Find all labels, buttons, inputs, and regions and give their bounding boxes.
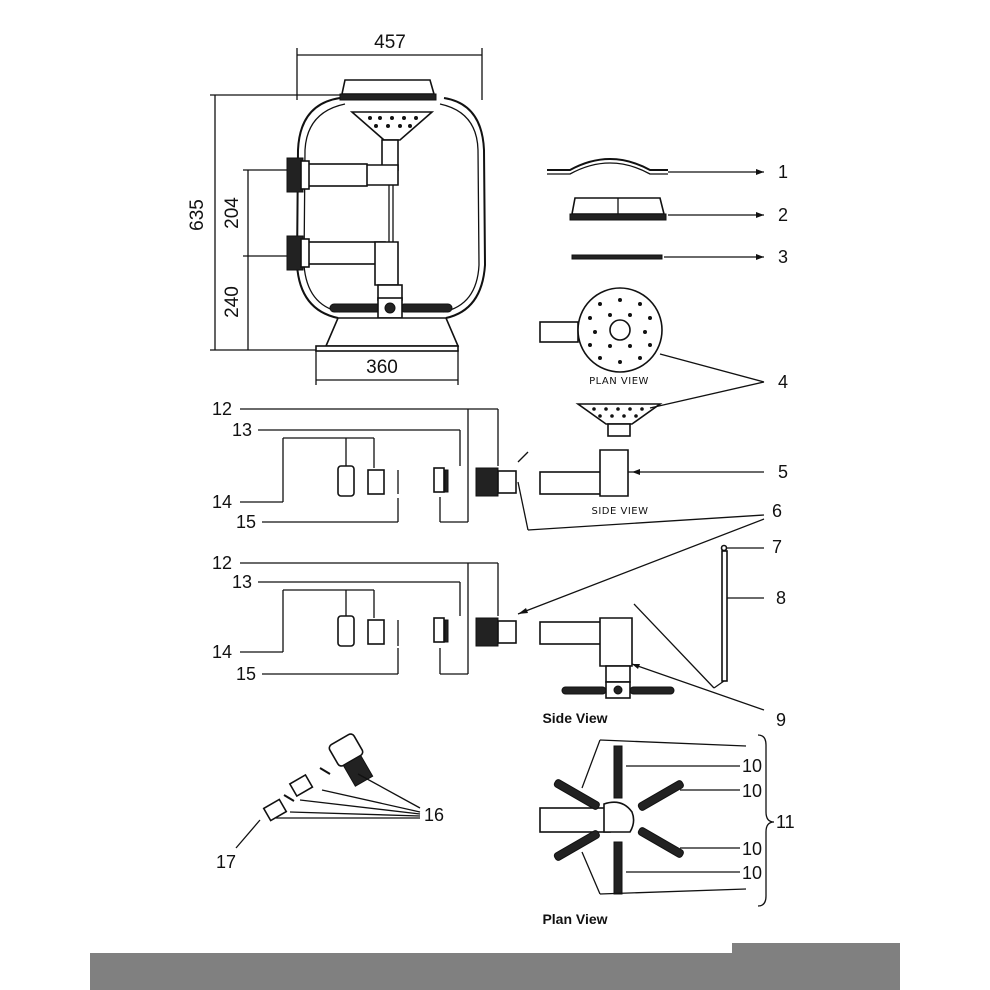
fitting-group-upper	[240, 408, 765, 531]
label-part-13-lower: 13	[232, 572, 252, 592]
footer-tab	[732, 943, 900, 955]
part-4-diffuser: PLAN VIEW	[539, 287, 765, 437]
label-part-14-lower: 14	[212, 642, 232, 662]
part-9-collector-side: Side View	[539, 617, 765, 726]
label-part-10-a: 10	[742, 756, 762, 776]
label-part-13-upper: 13	[232, 420, 252, 440]
label-part-14-upper: 14	[212, 492, 232, 512]
label-part-15-lower: 15	[236, 664, 256, 684]
caption-plan-view-lateral: PLAN VIEW	[589, 376, 649, 387]
label-part-11: 11	[776, 812, 795, 832]
dim-top-width: 457	[374, 32, 406, 53]
part-16-17-drain-fittings	[235, 733, 421, 849]
label-part-3: 3	[778, 247, 788, 267]
label-part-17: 17	[216, 852, 236, 872]
label-part-9: 9	[776, 710, 786, 730]
label-part-10-d: 10	[742, 863, 762, 883]
part-7-8-rod	[633, 544, 764, 689]
label-part-4: 4	[778, 372, 788, 392]
label-part-2: 2	[778, 205, 788, 225]
label-part-5: 5	[778, 462, 788, 482]
filter-tank: 457 635 204 240 360	[187, 32, 487, 385]
label-part-7: 7	[772, 537, 782, 557]
caption-plan-view-collector: Plan View	[542, 911, 607, 927]
callout-labels: 1 2 3 4 5 6 7 8 9 10 10 10 10 11 12 13 1…	[212, 162, 795, 883]
dim-port-spacing: 204	[222, 197, 243, 229]
label-part-12-lower: 12	[212, 553, 232, 573]
dim-bottom-port-height: 240	[222, 286, 243, 318]
dim-total-height: 635	[187, 199, 208, 231]
label-part-15-upper: 15	[236, 512, 256, 532]
tank-laterals	[329, 297, 453, 319]
caption-side-view-lateral: SIDE VIEW	[592, 506, 649, 517]
label-part-8: 8	[776, 588, 786, 608]
label-part-10-b: 10	[742, 781, 762, 801]
label-part-16: 16	[424, 805, 444, 825]
part-1-clamp	[547, 158, 764, 175]
caption-side-view-collector: Side View	[542, 710, 607, 726]
part-3-o-ring	[571, 254, 764, 260]
dim-base-width: 360	[366, 357, 398, 378]
part-2-lid	[569, 197, 764, 221]
label-part-10-c: 10	[742, 839, 762, 859]
footer-bar	[90, 953, 900, 990]
part-5-pipe: SIDE VIEW	[539, 449, 764, 517]
label-part-6: 6	[772, 501, 782, 521]
fitting-group-lower	[240, 518, 765, 675]
label-part-1: 1	[778, 162, 788, 182]
label-part-12-upper: 12	[212, 399, 232, 419]
part-10-11-collector-plan: Plan View	[539, 734, 775, 927]
